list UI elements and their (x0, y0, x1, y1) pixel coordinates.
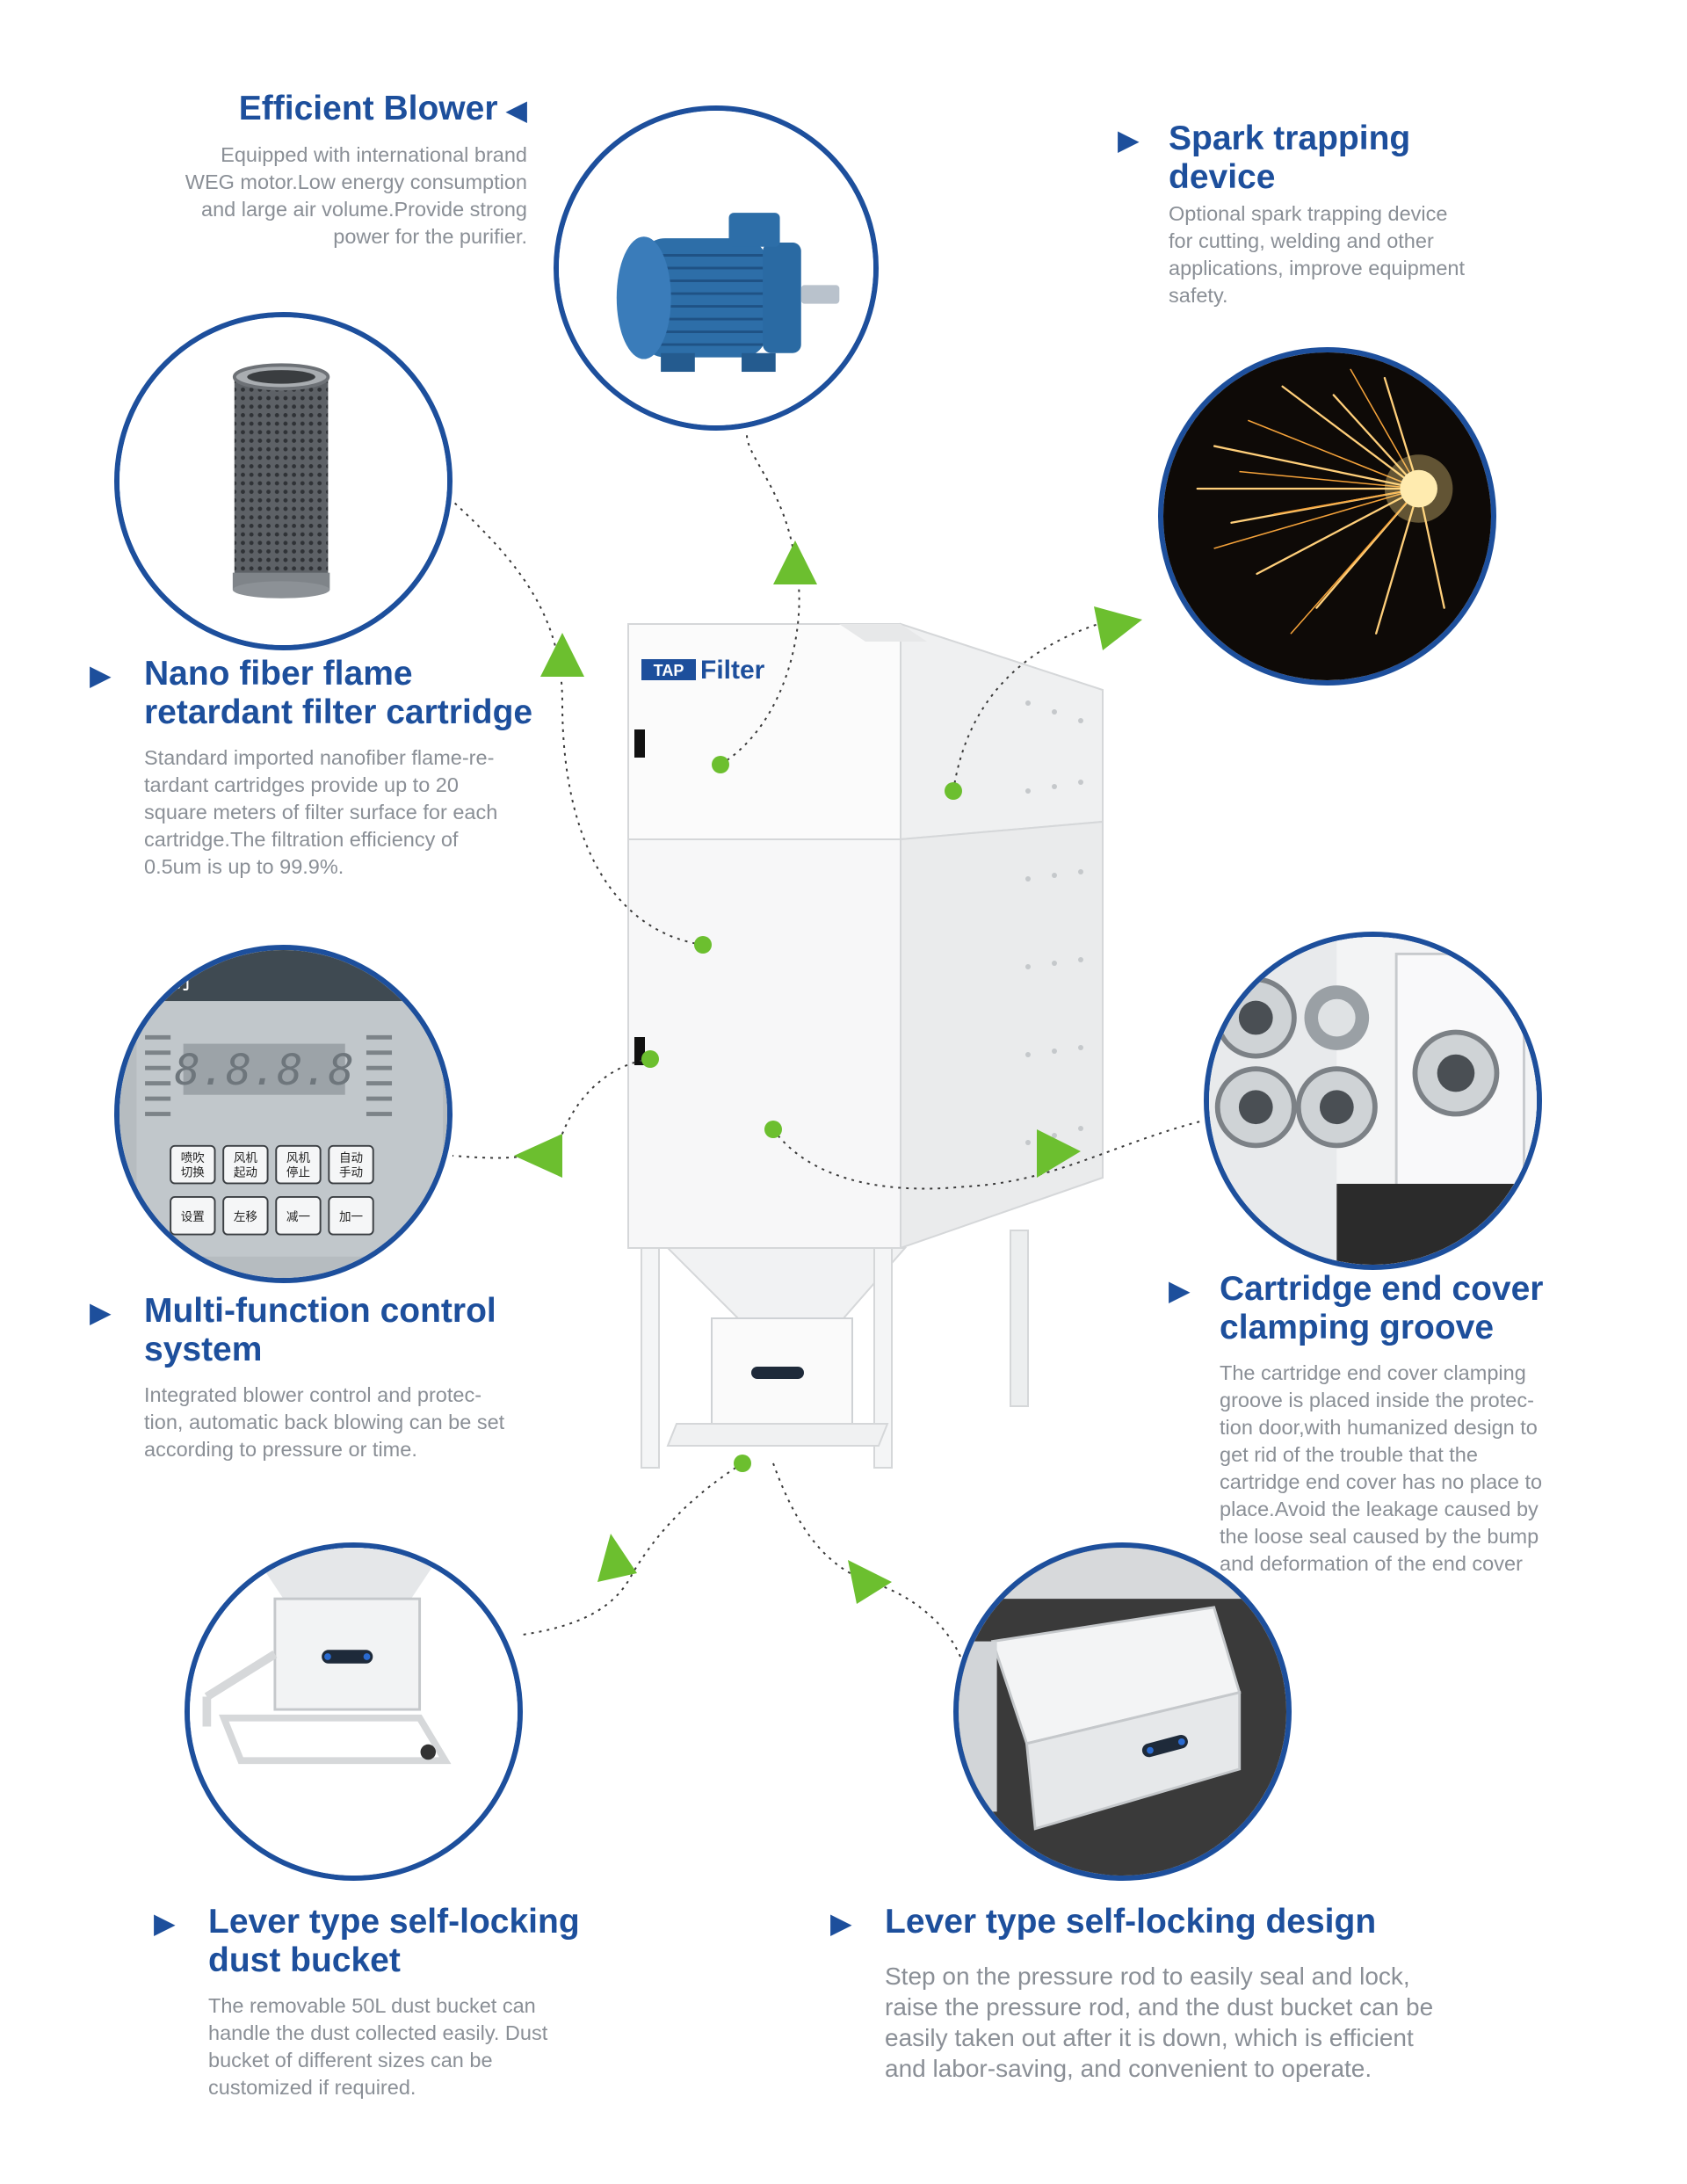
panel-button-label: 喷吹 (181, 1151, 206, 1165)
feature-endcover: ▶ Cartridge end cover clamping groove Th… (1169, 1270, 1661, 1578)
panel-button (328, 1195, 374, 1236)
panel-button-label: 停止 (286, 1165, 310, 1180)
panel-display-text: 8.8.8.8 (175, 1046, 354, 1095)
panel-button-label: 自动 (339, 1151, 363, 1165)
feature-blower: Efficient Blower ◀ Equipped with interna… (114, 90, 527, 250)
spark-description: Optional spark trapping device for cutti… (1169, 202, 1466, 307)
endcover-description: The cartridge end cover clamping groove … (1220, 1361, 1543, 1575)
lever-description: Step on the pressure rod to easily seal … (885, 1963, 1434, 2082)
feature-cartridge: ▶ Nano fiber flame retardant filter cart… (90, 655, 582, 881)
control-panel-image: 制 8.8.8.8 喷吹切换风机起动风机停止自动手动设置左移减一加一 (114, 945, 453, 1283)
lever-title: Lever type self-locking design (885, 1903, 1377, 1941)
triangle-arrow-icon: ▶ (1169, 1274, 1191, 1306)
panel-button-label: 起动 (234, 1166, 257, 1180)
led-display: 8.8.8.8 (175, 1043, 354, 1095)
panel-button (328, 1144, 374, 1185)
panel-button-label: 风机 (234, 1151, 258, 1165)
cartridge-icon (232, 363, 330, 599)
panel-button (170, 1144, 216, 1185)
panel-button (222, 1195, 269, 1236)
filter-cartridge-image (114, 312, 453, 650)
spark-title: Spark trapping device (1169, 120, 1411, 196)
green-arrows (514, 541, 1142, 1604)
logo-prefix: TAP (654, 662, 684, 679)
green-arrow-icon (597, 1534, 637, 1582)
feature-control: ▶ Multi-function control system Integrat… (90, 1292, 582, 1463)
green-arrow-icon (1037, 1129, 1081, 1178)
panel-button-label: 加一 (339, 1210, 363, 1224)
feature-bucket: ▶ Lever type self-locking dust bucket Th… (154, 1903, 646, 2101)
bucket-title: Lever type self-locking dust bucket (208, 1903, 580, 1979)
triangle-arrow-icon: ◀ (497, 94, 527, 126)
green-arrow-icon (1094, 606, 1142, 650)
bucket-description: The removable 50L dust bucket can handle… (208, 1994, 548, 2099)
panel-button-label: 风机 (286, 1151, 311, 1165)
panel-button-label: 减一 (286, 1210, 310, 1224)
cartridge-title: Nano fiber flame retardant filter cartri… (144, 655, 533, 731)
blower-description: Equipped with international brand WEG mo… (185, 143, 527, 248)
panel-button (170, 1195, 216, 1236)
sparks-icon (1196, 368, 1453, 635)
connector-dot (641, 1050, 659, 1068)
triangle-arrow-icon: ▶ (1118, 124, 1140, 156)
control-description: Integrated blower control and protec- ti… (144, 1383, 505, 1461)
tap-filter-logo: TAP Filter (641, 656, 765, 685)
cartridge-description: Standard imported nanofiber flame-re- ta… (144, 746, 498, 878)
triangle-arrow-icon: ▶ (90, 659, 112, 691)
drawer-icon (959, 1606, 1242, 1831)
panel-button-label: 切换 (181, 1166, 206, 1180)
logo-word: Filter (700, 656, 765, 685)
panel-button (222, 1144, 269, 1185)
panel-button (275, 1144, 322, 1185)
connector-dot (694, 936, 712, 954)
sparks-image (1158, 347, 1496, 686)
triangle-arrow-icon: ▶ (830, 1907, 852, 1939)
triangle-arrow-icon: ▶ (90, 1296, 112, 1328)
triangle-arrow-icon: ▶ (154, 1907, 176, 1939)
connector-dot (734, 1455, 751, 1472)
clamp-groove-icon (1214, 976, 1500, 1149)
bucket-icon (202, 1548, 452, 1765)
blower-image (554, 105, 879, 431)
green-arrow-icon (848, 1560, 892, 1604)
feature-lever: ▶ Lever type self-locking design Step on… (830, 1903, 1621, 2084)
panel-button-label: 左移 (234, 1210, 257, 1224)
motor-icon (616, 213, 840, 373)
green-arrow-icon (514, 1134, 562, 1178)
panel-button-label: 手动 (339, 1166, 363, 1180)
green-arrow-icon (773, 541, 817, 584)
connector-dot (764, 1121, 782, 1138)
panel-button-label: 设置 (181, 1210, 205, 1224)
connector-dot (712, 756, 729, 773)
green-dots (641, 756, 962, 1472)
panel-button (275, 1195, 322, 1236)
connector-dot (945, 782, 962, 800)
feature-spark: ▶ Spark trapping device Optional spark t… (1118, 120, 1557, 309)
green-arrow-icon (540, 633, 584, 677)
blower-title: Efficient Blower ◀ (238, 90, 527, 127)
endcover-title: Cartridge end cover clamping groove (1220, 1270, 1544, 1346)
control-title: Multi-function control system (144, 1292, 496, 1368)
dust-bucket-image (185, 1542, 523, 1881)
